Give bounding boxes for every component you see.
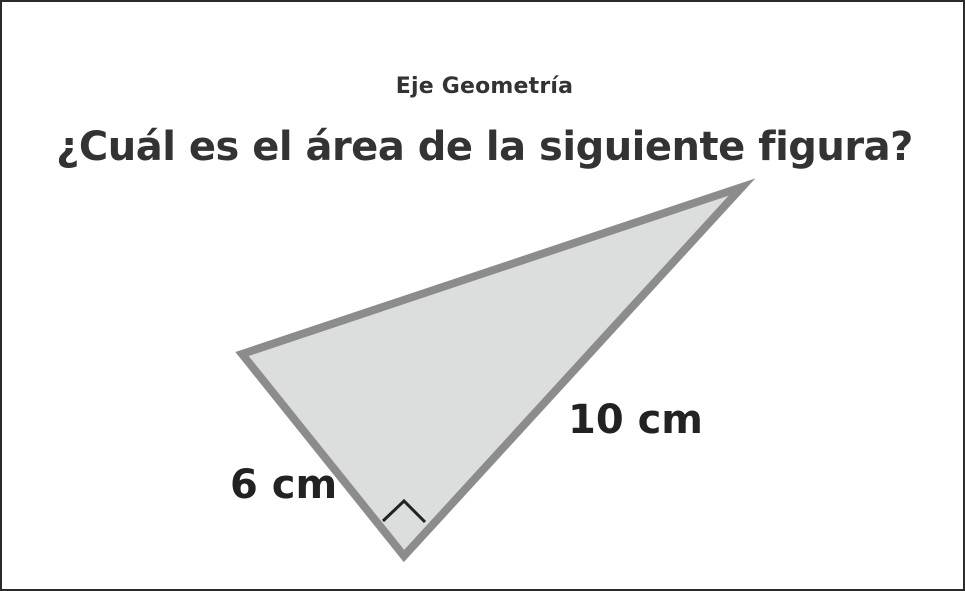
- leg-length-label: 6 cm: [230, 462, 338, 508]
- right-angle-marker: [381, 498, 427, 524]
- right-triangle: [235, 178, 756, 563]
- subtitle: Eje Geometría: [395, 74, 574, 99]
- question-title: ¿Cuál es el área de la siguiente figura?: [56, 124, 913, 170]
- hypotenuse-length-label: 10 cm: [568, 397, 703, 443]
